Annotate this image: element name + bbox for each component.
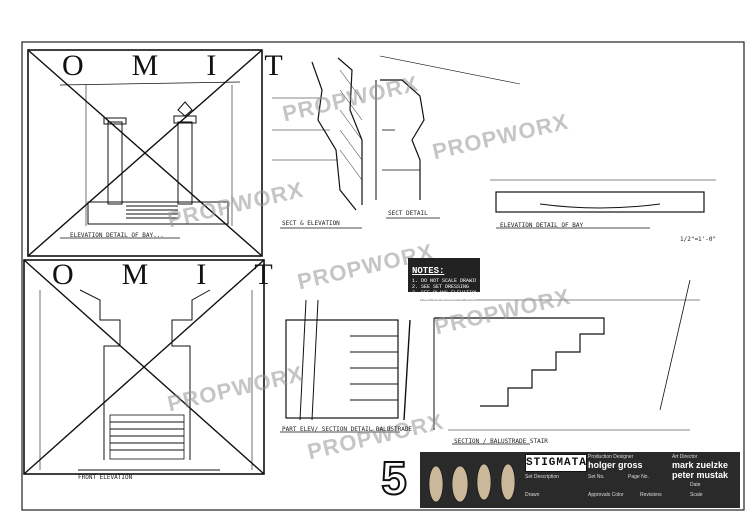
notes-line: 3. SEE PLANS ELEVATIONS <box>412 290 476 296</box>
set-no-label: Set No. <box>588 474 605 480</box>
notes-line: 1. DO NOT SCALE DRAWINGS <box>412 278 476 284</box>
scale-cell: Scale <box>690 492 738 506</box>
section-detail-b <box>375 55 521 219</box>
stair-section-left <box>280 299 411 433</box>
page-no-label: Page No. <box>628 474 649 480</box>
notes-line: 2. SEE SET DRESSING <box>412 284 470 290</box>
caption-elev-top-left: ELEVATION DETAIL OF BAY... <box>70 232 164 239</box>
date-label: Date <box>690 482 701 488</box>
notes-title: NOTES: <box>412 266 445 276</box>
section-detail-a <box>272 57 363 229</box>
stair-section-right <box>420 279 700 445</box>
production-designer-cell: Production Designer holger gross <box>588 454 670 472</box>
omit-panel-bottom <box>23 259 265 475</box>
set-description-cell: Set Description <box>525 474 583 488</box>
drawn-by-label: Drawn <box>525 492 540 498</box>
title-block-image <box>428 463 516 503</box>
art-director-name: mark zuelzke <box>672 460 729 470</box>
set-no-cell: Set No. <box>588 474 624 488</box>
date-cell: Date <box>690 482 738 490</box>
scale-label: Scale <box>690 492 703 498</box>
drawn-by-cell: Drawn <box>525 492 583 506</box>
art-director-cell: Art Director mark zuelzke peter mustak <box>672 454 738 480</box>
production-designer-name: holger gross <box>588 460 643 470</box>
omit-label-top: OMIT <box>62 49 331 82</box>
omit-panel-top <box>27 49 263 257</box>
omit-label-bottom: OMIT <box>52 258 321 291</box>
art-director-label: Art Director <box>672 454 698 460</box>
production-logo: STIGMATA <box>525 454 587 472</box>
sheet-border <box>21 41 745 511</box>
production-designer-label: Production Designer <box>588 454 634 460</box>
caption-section-a: SECT & ELEVATION <box>282 220 340 227</box>
caption-stair-right: SECTION / BALUSTRADE STAIR <box>454 438 548 445</box>
sheet-number: 5 <box>380 452 408 504</box>
caption-elevation-right: ELEVATION DETAIL OF BAY <box>500 222 584 229</box>
approvals-cell: Approvals Color <box>588 492 638 506</box>
set-description-label: Set Description <box>525 474 559 480</box>
caption-elev-bottom-left: FRONT ELEVATION <box>78 474 133 481</box>
caption-stair-left: PART ELEV/ SECTION DETAIL BALUSTRADE <box>282 426 413 433</box>
approvals-label: Approvals Color <box>588 492 624 498</box>
notes-line: 4. ALL DIMENSIONS BASE <box>412 296 476 302</box>
page-no-cell: Page No. <box>628 474 668 488</box>
revisions-cell: Revisions <box>640 492 686 506</box>
scale-note: 1/2"=1'-0" <box>680 236 717 243</box>
caption-section-b: SECT DETAIL <box>388 210 428 217</box>
elevation-strip <box>490 179 716 229</box>
revisions-label: Revisions <box>640 492 662 498</box>
notes-stamp: NOTES: 1. DO NOT SCALE DRAWINGS 2. SEE S… <box>408 258 480 302</box>
art-director-name-2: peter mustak <box>672 470 729 480</box>
